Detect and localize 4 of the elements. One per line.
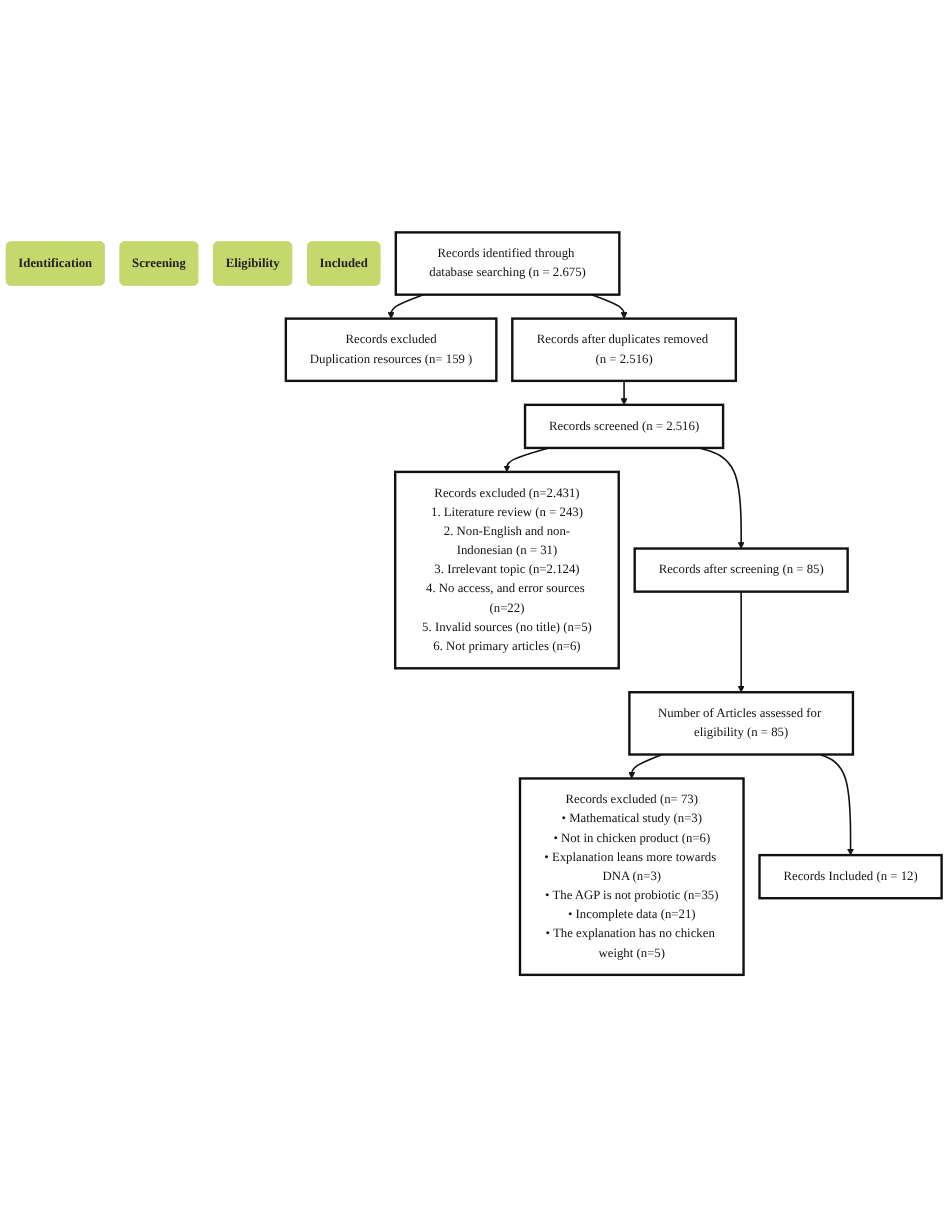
arrow bbox=[628, 754, 663, 780]
arrow bbox=[737, 591, 745, 693]
arrow bbox=[819, 754, 855, 856]
arrow bbox=[620, 380, 628, 406]
